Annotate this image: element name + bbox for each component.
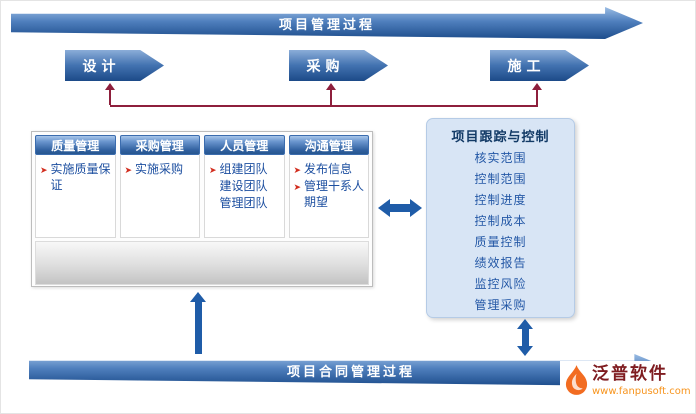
arrowhead-left-icon [378, 199, 390, 217]
process-column-header: 质量管理 [35, 135, 116, 155]
exchange-arrow-vertical [517, 319, 533, 356]
tracking-panel: 项目跟踪与控制 核实范围 控制范围 控制进度 控制成本 质量控制 绩效报告 监控… [426, 118, 575, 318]
process-entry: ➤ 管理干系人期望 [294, 178, 367, 210]
tracking-item: 控制进度 [474, 193, 527, 207]
arrowhead-up-icon [190, 292, 206, 302]
process-column-procurement: 采购管理 ➤ 实施采购 [119, 135, 200, 238]
arrow-bar [194, 302, 202, 354]
bottom-process-banner-label: 项目合同管理过程 [286, 364, 415, 380]
process-panel-footer [35, 241, 369, 285]
red-arrowhead-up-icon [105, 83, 115, 90]
bullet-arrow-icon: ➤ [293, 166, 302, 176]
process-entry-text: 组建团队 [219, 162, 268, 176]
fanpu-logo-text: 泛普软件 www.fanpusoft.com [592, 363, 691, 398]
up-arrow-to-process-panel [190, 292, 206, 354]
bullet-arrow-icon: ➤ [209, 166, 217, 176]
top-process-banner: 项目管理过程 [11, 7, 643, 39]
red-connector-line [330, 90, 332, 105]
process-columns: 质量管理 ➤ 实施质量保证 采购管理 ➤ 实施采购 [35, 135, 369, 238]
red-arrowhead-up-icon [326, 83, 336, 90]
process-entry: ➤ 管理团队 [209, 195, 282, 211]
tracking-item: 管理采购 [474, 298, 527, 312]
phase-procurement: 采购 [289, 50, 388, 81]
red-connector-line [110, 105, 538, 107]
tracking-item: 控制范围 [474, 172, 527, 186]
arrow-bar [390, 204, 410, 212]
arrowhead-right-icon [410, 199, 422, 217]
fanpu-logo: 泛普软件 www.fanpusoft.com [560, 361, 695, 400]
phase-design: 设计 [65, 50, 164, 81]
top-process-banner-label: 项目管理过程 [278, 17, 375, 33]
bullet-arrow-icon: ➤ [124, 166, 133, 176]
process-column-quality: 质量管理 ➤ 实施质量保证 [35, 135, 116, 238]
tracking-item: 监控风险 [474, 277, 527, 291]
process-entry: ➤ 实施采购 [125, 161, 198, 177]
exchange-arrow-horizontal [378, 199, 422, 217]
process-column-body: ➤ 发布信息 ➤ 管理干系人期望 [288, 155, 369, 238]
process-column-body: ➤ 实施采购 [119, 155, 200, 238]
phase-construction-label: 施工 [507, 58, 546, 75]
process-column-body: ➤ 组建团队 ➤ 建设团队 ➤ 管理团队 [204, 155, 285, 238]
red-arrowhead-up-icon [532, 83, 542, 90]
process-entry-text: 实施采购 [135, 162, 184, 176]
phase-design-label: 设计 [82, 58, 121, 75]
phase-procurement-label: 采购 [306, 58, 345, 75]
fanpu-logo-url: www.fanpusoft.com [592, 386, 691, 397]
tracking-item: 绩效报告 [474, 256, 527, 270]
process-column-header: 采购管理 [119, 135, 200, 155]
fanpu-logo-name: 泛普软件 [592, 364, 668, 384]
arrowhead-up-icon [517, 319, 533, 329]
process-entry-text: 实施质量保证 [50, 162, 111, 192]
tracking-item: 核实范围 [474, 151, 527, 165]
red-connector-line [536, 90, 538, 105]
process-entry-text: 发布信息 [304, 162, 353, 176]
arrow-bar [521, 329, 529, 346]
fanpu-logo-flame-icon [565, 365, 588, 395]
arrowhead-down-icon [517, 346, 533, 356]
process-column-header: 沟通管理 [288, 135, 369, 155]
bullet-arrow-icon: ➤ [40, 166, 48, 176]
process-column-personnel: 人员管理 ➤ 组建团队 ➤ 建设团队 ➤ 管理团队 [204, 135, 285, 238]
process-entry-text: 管理干系人期望 [304, 179, 365, 209]
tracking-item: 控制成本 [474, 214, 527, 228]
process-column-header: 人员管理 [204, 135, 285, 155]
bullet-arrow-icon: ➤ [293, 183, 302, 193]
process-entry: ➤ 实施质量保证 [40, 161, 113, 193]
tracking-item: 质量控制 [474, 235, 527, 249]
process-entry: ➤ 发布信息 [294, 161, 367, 177]
process-entry-text: 管理团队 [219, 196, 268, 210]
process-column-communication: 沟通管理 ➤ 发布信息 ➤ 管理干系人期望 [288, 135, 369, 238]
process-panel: 质量管理 ➤ 实施质量保证 采购管理 ➤ 实施采购 [31, 131, 373, 287]
process-entry: ➤ 建设团队 [209, 178, 282, 194]
tracking-panel-title: 项目跟踪与控制 [451, 130, 550, 145]
process-entry: ➤ 组建团队 [209, 161, 282, 177]
process-entry-text: 建设团队 [219, 179, 268, 193]
red-connector-line [109, 90, 111, 105]
phase-construction: 施工 [490, 50, 589, 81]
process-column-body: ➤ 实施质量保证 [35, 155, 116, 238]
